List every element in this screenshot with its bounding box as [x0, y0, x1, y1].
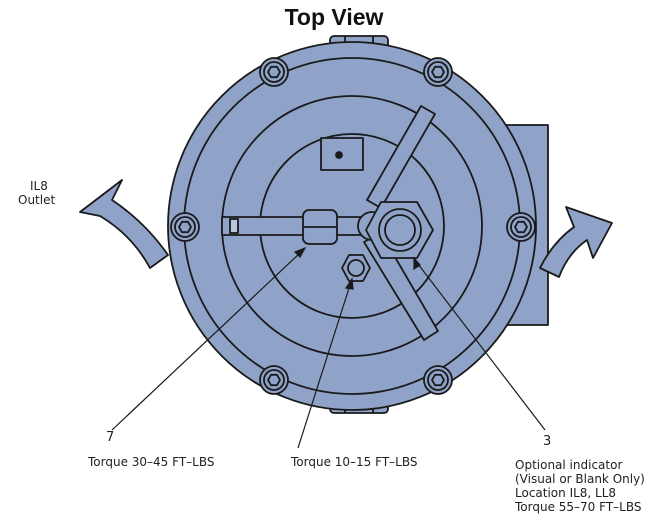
callout-3-number: 3 [543, 434, 552, 449]
bolt-bottom-right [423, 365, 453, 395]
leader-7 [111, 252, 301, 431]
callout-3-text: Optional indicator (Visual or Blank Only… [515, 458, 645, 514]
callout-7-number: 7 [106, 430, 115, 445]
leader-3 [417, 263, 546, 431]
outlet-arrow [79, 179, 169, 269]
callout-7-torque: Torque 30–45 FT–LBS [88, 455, 215, 469]
outlet-label-line1: IL8 [30, 179, 48, 193]
bolt-top-right [423, 57, 453, 87]
bolt-left [170, 212, 200, 242]
callout-3-line3: Location IL8, LL8 [515, 486, 617, 500]
callout-3-line2: (Visual or Blank Only) [515, 472, 645, 486]
outlet-label: IL8 Outlet [18, 179, 55, 207]
small-hex-nut [341, 254, 371, 282]
callout-3-line1: Optional indicator [515, 458, 623, 472]
inlet-arrow [539, 206, 613, 278]
bolt-top-left [259, 57, 289, 87]
center-nut [302, 209, 338, 245]
callout-3-line4: Torque 55–70 FT–LBS [515, 500, 642, 514]
leader-center [297, 284, 351, 449]
optional-indicator [365, 201, 434, 259]
diagram-title: Top View [284, 4, 384, 30]
center-torque: Torque 10–15 FT–LBS [291, 455, 418, 469]
outlet-label-line2: Outlet [18, 193, 56, 207]
bolt-right [506, 212, 536, 242]
bolt-bottom-left [259, 365, 289, 395]
